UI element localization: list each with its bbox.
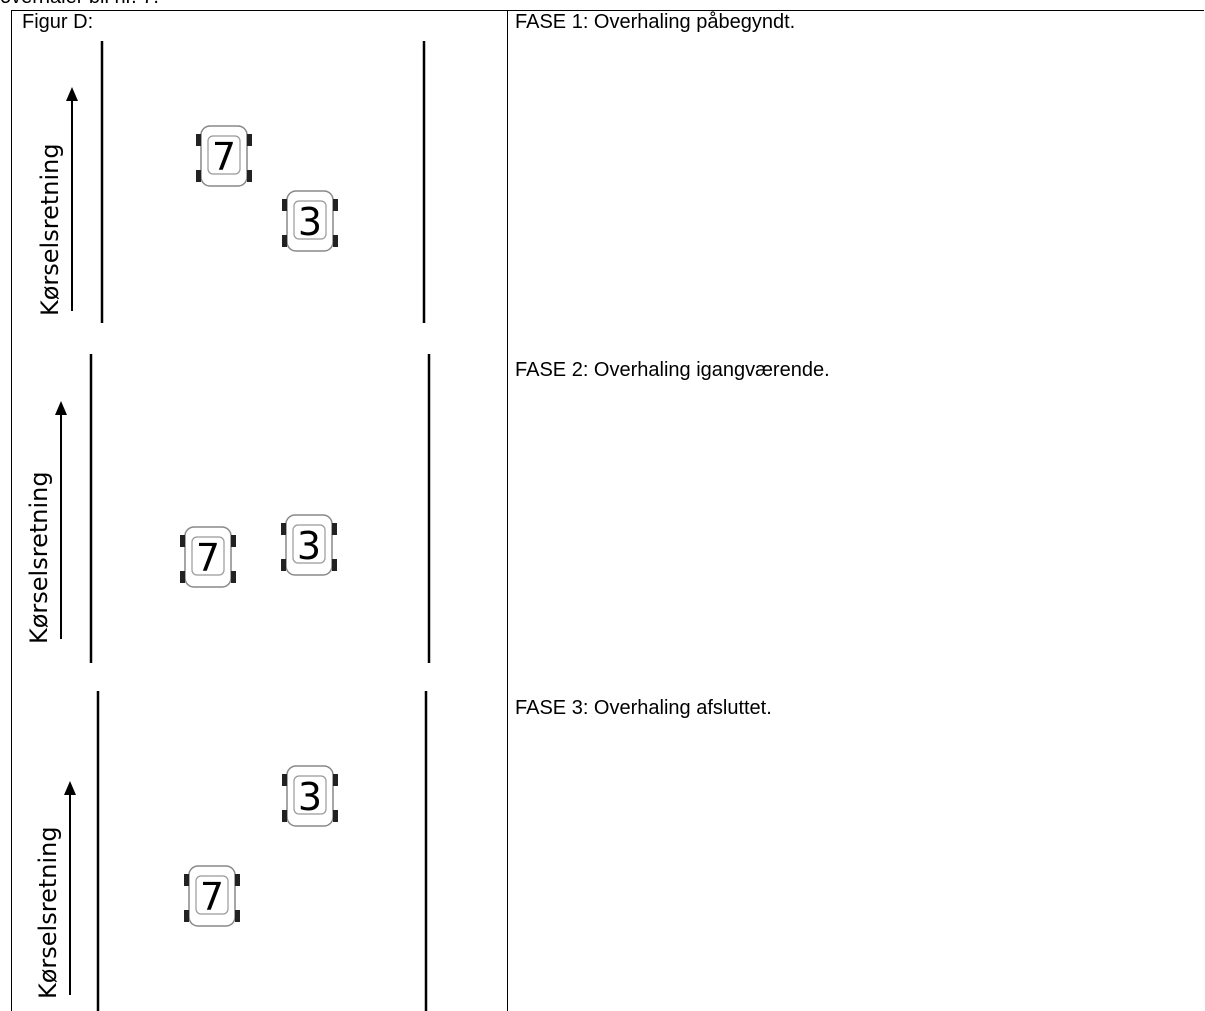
car-7: 7 [184, 865, 240, 927]
phase-2-text: FASE 2: Overhaling igangværende. [515, 359, 830, 381]
column-divider [507, 11, 508, 1011]
car-number-3: 3 [298, 200, 322, 244]
phase-2-diagram: Kørselsretning 7 3 [12, 341, 507, 671]
direction-arrow [64, 781, 76, 995]
phase-1-diagram: Kørselsretning 7 3 [12, 11, 507, 331]
figure-table: Figur D: FASE 1: Overhaling påbegyndt. F… [11, 10, 1204, 1011]
direction-label: Kørselsretning [34, 826, 62, 999]
figure-label: Figur D: [22, 11, 94, 33]
phase-3-diagram: Kørselsretning 3 7 [12, 681, 507, 1011]
car-number-3: 3 [297, 524, 321, 568]
car-3: 3 [282, 765, 338, 827]
car-number-3: 3 [298, 775, 322, 819]
car-3: 3 [281, 514, 337, 576]
car-number-7: 7 [212, 135, 236, 179]
direction-arrow [66, 87, 78, 311]
car-number-7: 7 [200, 875, 224, 919]
cut-off-header-text: overhaler bil nr. 7. [0, 0, 159, 9]
direction-arrow [55, 401, 67, 639]
phase-3-text: FASE 3: Overhaling afsluttet. [515, 697, 772, 719]
direction-label: Kørselsretning [36, 143, 64, 316]
car-7: 7 [180, 526, 236, 588]
phase-1-text: FASE 1: Overhaling påbegyndt. [515, 11, 796, 33]
car-7: 7 [196, 125, 252, 187]
direction-label: Kørselsretning [25, 471, 53, 644]
car-number-7: 7 [196, 536, 220, 580]
car-3: 3 [282, 190, 338, 252]
